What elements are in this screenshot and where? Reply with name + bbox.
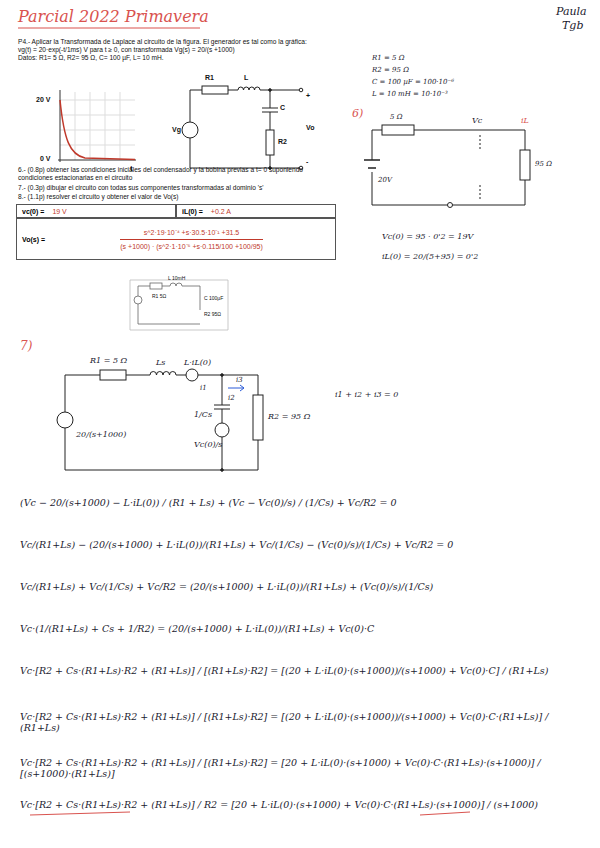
annotation-label: L [244,74,248,82]
annotation-label: Vg [172,126,181,134]
annotation-label: 20V [378,176,392,184]
equation-line: Vc·[R2 + Cs·(R1+Ls)·R2 + (R1+Ls)] / R2 =… [20,800,580,811]
source-graph [58,90,136,162]
annotation-label: R2 = 95 Ω [268,412,310,421]
annotation-label: 6) [352,108,363,121]
cell-value: +0.2 A [211,208,231,215]
laplace-circuit [57,369,263,471]
annotation-label: L = 10 mH = 10·10⁻³ [372,90,448,98]
annotation-label: R1 = 5 Ω [90,356,127,365]
answer-cell: iL(0) = +0.2 A [176,204,336,218]
problem-text: condiciones estacionarias en el circuito [18,174,132,182]
cell-value: s^2·19·10⁻⁴ +s·30.5·10⁻¹ +31.5 [144,228,240,237]
problem-text: R1 5Ω [152,294,166,300]
simulation-screenshot [130,280,228,330]
cell-heading: iL(0) = [182,208,203,215]
annotation-label: 0 V [40,155,51,163]
annotation-label: 5 Ω [390,113,402,121]
problem-text: R2 95Ω [204,312,221,318]
dc-circuit [364,125,530,208]
cell-value: (s +1000) · (s^2·1·10⁻⁶ +s·0.115/100 +10… [120,239,262,251]
annotation-label: i3 [236,376,243,384]
annotation-label: 7) [20,340,32,354]
annotation-label: R2 [278,138,287,146]
circuit-figure [182,86,303,170]
annotation-label: iL [521,116,529,125]
annotation-label: 20 V [36,96,50,104]
annotation-label: R2 = 95 Ω [372,66,409,74]
cell-value: 19 V [52,208,66,215]
problem-text: L 10mH [168,276,185,282]
equation-line: Vc/(R1+Ls) + Vc/(1/Cs) + Vc/R2 = (20/(s+… [20,582,580,593]
annotation-label: L·iL(0) [184,358,211,367]
problem-text: C 100µF [204,296,223,302]
annotation-label: iL(0) = 20/(5+95) = 0'2 [382,252,478,261]
red-corrections [30,812,470,815]
answer-cell: Vo(s) = s^2·19·10⁻⁴ +s·30.5·10⁻¹ +31.5 (s … [16,218,336,260]
annotation-label: C = 100 µF = 100·10⁻⁶ [372,78,454,86]
problem-text: 8.- (1.1p) resolver el circuito y obtene… [18,193,179,201]
annotation-label: - [306,158,308,166]
answer-cell: vc(0) = 19 V [16,204,176,218]
equation-line: Vc/(R1+Ls) − (20/(s+1000) + L·iL(0))/(R1… [20,540,580,551]
annotation-label: + [306,92,310,100]
annotation-label: Ls [156,358,165,367]
problem-text: Datos: R1= 5 Ω, R2= 95 Ω, C= 100 µF, L= … [18,54,164,62]
equation-line: (Vc − 20/(s+1000) − L·iL(0)) / (R1 + Ls)… [20,498,580,509]
title-underline [18,27,200,28]
annotation-label: i1 + i2 + i3 = 0 [335,390,398,399]
annotation-label: Paula [556,6,587,19]
cell-heading: Vo(s) = [22,236,45,243]
annotation-label: Vc [472,116,482,125]
page-title: Parcial 2022 Primavera [18,8,209,26]
equation-line: Vc·(1/(R1+Ls) + Cs + 1/R2) = (20/(s+1000… [20,624,580,635]
equation-line: Vc·[R2 + Cs·(R1+Ls)·R2 + (R1+Ls)] / [(R1… [20,666,580,677]
equation-line: Vc·[R2 + Cs·(R1+Ls)·R2 + (R1+Ls)] / [(R1… [20,758,580,780]
annotation-label: i2 [228,394,235,402]
annotation-label: Vo [306,124,314,132]
annotation-label: Tgb [562,20,583,33]
equation-line: Vc·[R2 + Cs·(R1+Ls)·R2 + (R1+Ls)] / [(R1… [20,712,580,734]
problem-text: P4.- Aplicar la Transformada de Laplace … [18,38,307,46]
cell-heading: vc(0) = [22,208,44,215]
annotation-label: Vc(0) = 95 · 0'2 = 19V [382,232,473,241]
annotation-label: R1 = 5 Ω [372,54,405,62]
problem-text: 7.- (0.3p) dibujar el circuito con todas… [18,184,264,192]
annotation-label: C [280,104,285,112]
problem-text: vg(t) = 20·exp(-t/1ms) V para t ≥ 0, con… [18,46,235,54]
annotation-label: 1/Cs [194,410,212,419]
annotation-label: 95 Ω [535,160,552,168]
annotation-label: i1 [200,384,207,392]
problem-text: 6.- (0.8p) obtener las condiciones inici… [18,166,303,174]
fraction: s^2·19·10⁻⁴ +s·30.5·10⁻¹ +31.5 (s +1000) … [53,228,330,251]
annotation-label: 20/(s+1000) [76,430,126,439]
annotation-label: R1 [205,74,214,82]
annotation-label: Vc(0)/s [194,440,222,449]
